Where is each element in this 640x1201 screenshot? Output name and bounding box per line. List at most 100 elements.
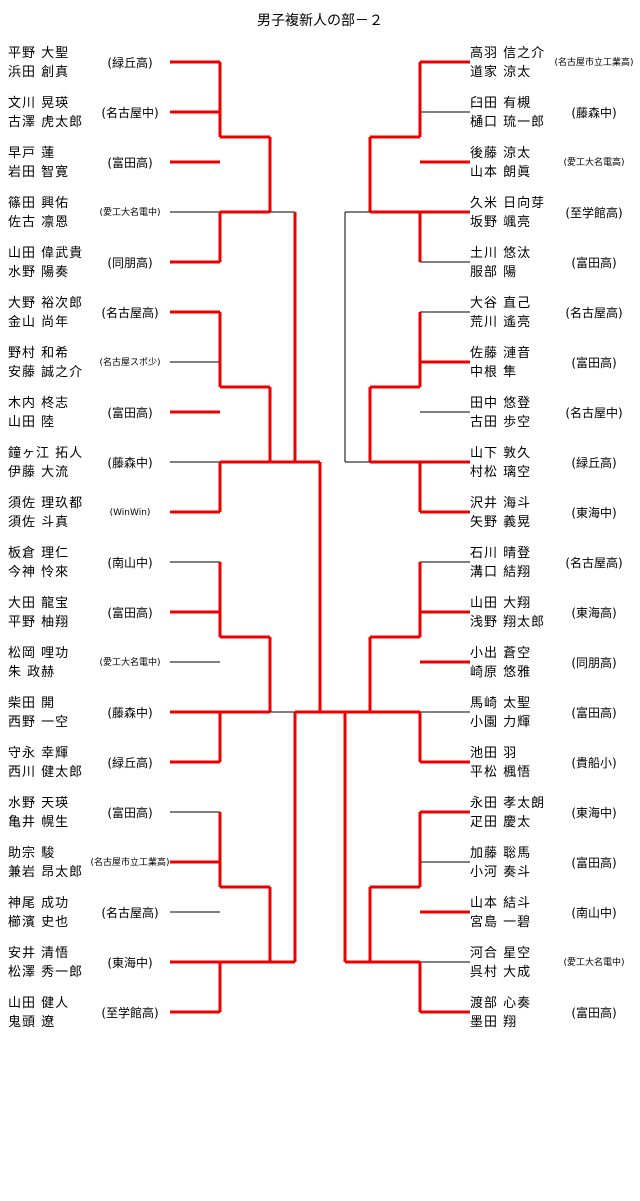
player-name: 大野 裕次郎 bbox=[8, 296, 84, 311]
player-name: 板倉 理仁 bbox=[8, 546, 70, 561]
player-name: 松岡 哩功 bbox=[8, 646, 70, 661]
player-name: 松澤 秀一郎 bbox=[8, 965, 84, 980]
school-label: (愛工大名電中) bbox=[563, 958, 625, 968]
school-label: (藤森中) bbox=[107, 456, 153, 470]
school-label: (富田高) bbox=[571, 706, 617, 720]
school-label: (富田高) bbox=[107, 806, 153, 820]
player-name: 平野 大聖 bbox=[8, 46, 70, 61]
player-name: 佐古 凛恩 bbox=[8, 215, 70, 230]
school-label: (富田高) bbox=[107, 156, 153, 170]
player-name: 須佐 斗真 bbox=[8, 515, 70, 530]
school-label: (富田高) bbox=[571, 356, 617, 370]
player-name: 早戸 蓮 bbox=[8, 146, 56, 161]
school-label: (富田高) bbox=[107, 406, 153, 420]
player-name: 水野 陽奏 bbox=[8, 265, 70, 280]
player-name: 柴田 開 bbox=[8, 696, 56, 711]
player-name: 平野 柚翔 bbox=[8, 615, 70, 630]
player-name: 大谷 直己 bbox=[470, 296, 532, 311]
player-name: 須佐 理玖都 bbox=[8, 496, 84, 511]
player-name: 墨田 翔 bbox=[470, 1015, 518, 1030]
player-name: 兼岩 昂太郎 bbox=[8, 865, 84, 880]
player-name: 矢野 義晃 bbox=[470, 515, 532, 530]
school-label: (藤森中) bbox=[571, 106, 617, 120]
school-label: (名古屋高) bbox=[101, 306, 159, 320]
player-name: 土川 悠汰 bbox=[470, 246, 532, 261]
player-name: 村松 璃空 bbox=[470, 465, 532, 480]
player-name: 櫛濱 史也 bbox=[8, 915, 70, 930]
player-name: 山田 陸 bbox=[8, 415, 56, 430]
school-label: (富田高) bbox=[107, 606, 153, 620]
school-label: (東海中) bbox=[571, 806, 617, 820]
school-label: (藤森中) bbox=[107, 706, 153, 720]
player-name: 鐘ヶ江 拓人 bbox=[8, 446, 84, 461]
player-name: 加藤 聡馬 bbox=[470, 846, 532, 861]
school-label: (名古屋高) bbox=[101, 906, 159, 920]
player-name: 大田 龍宝 bbox=[8, 596, 70, 611]
school-label: (名古屋高) bbox=[565, 306, 623, 320]
player-name: 服部 陽 bbox=[470, 265, 518, 280]
school-label: (同朋高) bbox=[107, 256, 153, 270]
player-name: 浅野 翔太郎 bbox=[470, 615, 546, 630]
player-name: 助宗 駿 bbox=[8, 846, 56, 861]
school-label: (富田高) bbox=[571, 1006, 617, 1020]
player-name: 臼田 有槻 bbox=[470, 96, 532, 111]
player-name: 呉村 大成 bbox=[470, 965, 532, 980]
player-name: 山本 結斗 bbox=[470, 896, 532, 911]
player-name: 疋田 慶太 bbox=[470, 815, 532, 830]
player-name: 永田 孝太朗 bbox=[470, 796, 546, 811]
school-label: (愛工大名電中) bbox=[99, 208, 161, 218]
school-label: (富田高) bbox=[571, 856, 617, 870]
player-name: 安井 清悟 bbox=[8, 946, 70, 961]
player-name: 浜田 創真 bbox=[8, 65, 70, 80]
player-name: 朱 政赫 bbox=[8, 665, 56, 680]
player-name: 古田 歩空 bbox=[470, 415, 532, 430]
player-name: 高羽 信之介 bbox=[470, 46, 546, 61]
school-label: (名古屋中) bbox=[565, 406, 623, 420]
school-label: (名古屋スポ少) bbox=[99, 358, 161, 368]
player-name: 溝口 結翔 bbox=[470, 565, 532, 580]
player-name: 坂野 颯亮 bbox=[470, 215, 532, 230]
school-label: (WinWin) bbox=[109, 508, 151, 518]
player-name: 宮島 一碧 bbox=[470, 915, 532, 930]
school-label: (富田高) bbox=[571, 256, 617, 270]
player-name: 山下 敦久 bbox=[470, 446, 532, 461]
player-name: 小出 蒼空 bbox=[470, 646, 532, 661]
player-name: 神尾 成功 bbox=[8, 896, 70, 911]
player-name: 樋口 琉一郎 bbox=[470, 115, 546, 130]
school-label: (名古屋市立工業高) bbox=[554, 58, 634, 68]
school-label: (貴船小) bbox=[571, 756, 617, 770]
school-label: (愛工大名電高) bbox=[563, 158, 625, 168]
player-name: 守永 幸輝 bbox=[8, 746, 70, 761]
player-name: 岩田 智寛 bbox=[8, 165, 70, 180]
player-name: 石川 晴登 bbox=[470, 546, 532, 561]
player-name: 田中 悠登 bbox=[470, 396, 532, 411]
player-name: 安藤 誠之介 bbox=[8, 365, 84, 380]
player-name: 篠田 興佑 bbox=[8, 196, 70, 211]
page-title: 男子複新人の部－２ bbox=[257, 13, 383, 29]
school-label: (愛工大名電中) bbox=[99, 658, 161, 668]
player-name: 渡部 心奏 bbox=[470, 996, 532, 1011]
player-name: 佐藤 漣音 bbox=[470, 346, 532, 361]
player-name: 池田 羽 bbox=[470, 746, 518, 761]
school-label: (東海中) bbox=[571, 506, 617, 520]
player-name: 文川 晃瑛 bbox=[8, 96, 70, 111]
school-label: (同朋高) bbox=[571, 656, 617, 670]
player-name: 今神 怜來 bbox=[8, 565, 70, 580]
player-name: 古澤 虎太郎 bbox=[8, 115, 84, 130]
player-name: 崎原 悠雅 bbox=[470, 665, 532, 680]
player-name: 鬼頭 遼 bbox=[8, 1015, 56, 1030]
school-label: (緑丘高) bbox=[571, 456, 617, 470]
player-name: 西野 一空 bbox=[8, 715, 70, 730]
player-name: 後藤 涼太 bbox=[470, 146, 532, 161]
player-name: 久米 日向芽 bbox=[470, 196, 546, 211]
player-name: 小園 力輝 bbox=[470, 715, 532, 730]
school-label: (南山中) bbox=[571, 906, 617, 920]
player-name: 馬崎 太聖 bbox=[470, 696, 532, 711]
school-label: (至学館高) bbox=[565, 206, 623, 220]
player-name: 荒川 遙亮 bbox=[470, 315, 532, 330]
school-label: (南山中) bbox=[107, 556, 153, 570]
school-label: (名古屋中) bbox=[101, 106, 159, 120]
player-name: 木内 柊志 bbox=[8, 396, 70, 411]
player-name: 野村 和希 bbox=[8, 346, 70, 361]
